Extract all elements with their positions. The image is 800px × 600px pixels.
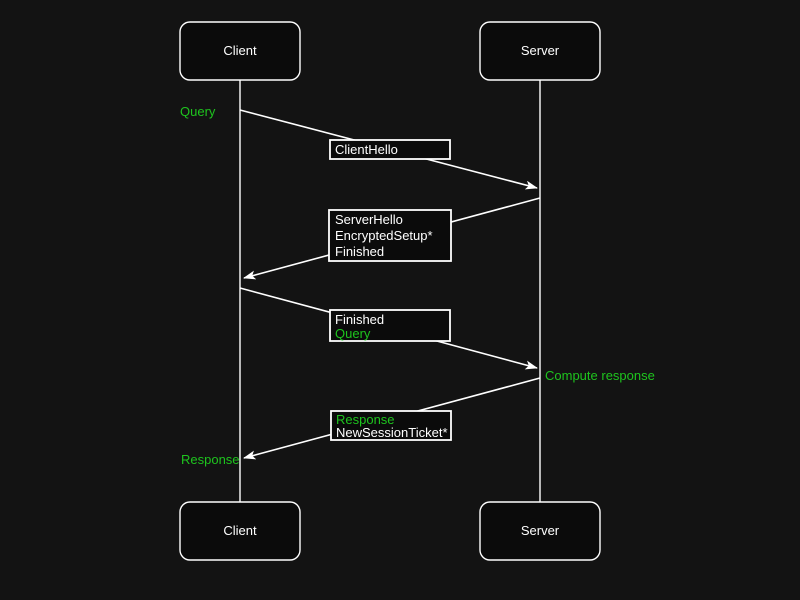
message-box: [329, 139, 451, 160]
message-line: ServerHello: [335, 212, 403, 227]
annotation-query: Query: [180, 104, 216, 119]
message-box: [330, 410, 452, 441]
message-line: NewSessionTicket*: [336, 425, 448, 440]
actor-server-top: Server: [479, 21, 601, 81]
actor-box: [179, 501, 301, 561]
actor-box: [479, 21, 601, 81]
message-box: [329, 309, 451, 342]
actor-label-server: Server: [521, 43, 560, 58]
message-line: Finished: [335, 244, 384, 259]
annotation-compute-response: Compute response: [545, 368, 655, 383]
actor-label-client: Client: [223, 43, 257, 58]
actor-box: [179, 21, 301, 81]
message-line: Response: [336, 412, 395, 427]
message-box: [328, 209, 452, 262]
actor-label-server: Server: [521, 523, 560, 538]
actor-client-bottom: Client: [179, 501, 301, 561]
message-box-clienthello: ClientHello: [329, 139, 451, 160]
message-line: ClientHello: [335, 142, 398, 157]
message-line: Finished: [335, 312, 384, 327]
actor-client-top: Client: [179, 21, 301, 81]
message-box-finished-query: Finished Query: [329, 309, 451, 342]
actor-label-client: Client: [223, 523, 257, 538]
annotation-response: Response: [181, 452, 240, 467]
message-line: EncryptedSetup*: [335, 228, 433, 243]
message-line: Query: [335, 326, 371, 341]
message-box-serverhello: ServerHello EncryptedSetup* Finished: [328, 209, 452, 262]
actor-server-bottom: Server: [479, 501, 601, 561]
actor-box: [479, 501, 601, 561]
message-box-response-ticket: Response NewSessionTicket*: [330, 410, 452, 441]
